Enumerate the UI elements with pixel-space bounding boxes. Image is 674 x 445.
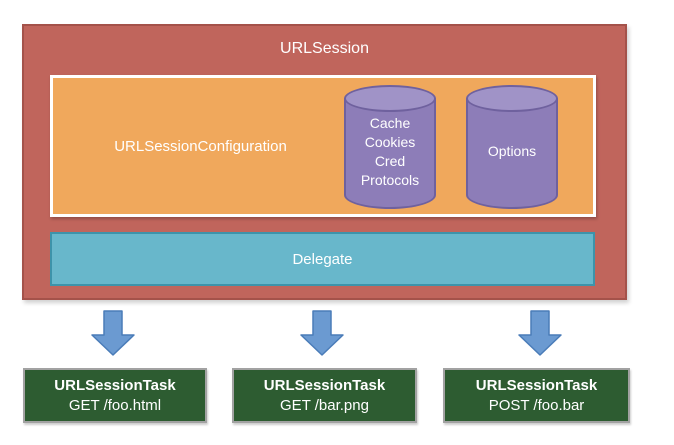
cylinder-body xyxy=(466,98,558,209)
cylinder-top-ellipse xyxy=(344,85,436,112)
urlsessionconfiguration-box: URLSessionConfiguration Cache Cookies Cr… xyxy=(50,75,596,217)
down-arrow-icon xyxy=(300,310,344,356)
delegate-label: Delegate xyxy=(292,250,353,268)
urlsessiontask-title: URLSessionTask xyxy=(54,376,176,394)
urlsessiontask-title: URLSessionTask xyxy=(263,376,386,394)
down-arrow-icon xyxy=(518,310,562,356)
cache-store-cylinder: Cache Cookies Cred Protocols xyxy=(344,85,436,209)
urlsession-box: URLSession URLSessionConfiguration Cache… xyxy=(22,24,627,300)
urlsessiontask-request: POST /foo.bar xyxy=(488,396,585,414)
urlsessiontask-box: URLSessionTask GET /foo.html xyxy=(23,368,207,423)
cylinder-label-line: Cookies xyxy=(364,133,416,150)
urlsessiontask-box: URLSessionTask GET /bar.png xyxy=(232,368,417,423)
urlsessiontask-request: GET /foo.html xyxy=(68,396,162,414)
cylinder-label-line: Cache xyxy=(369,114,411,131)
cylinder-label-line: Protocols xyxy=(360,171,420,188)
urlsessiontask-box: URLSessionTask POST /foo.bar xyxy=(443,368,630,423)
down-arrow-icon xyxy=(91,310,135,356)
urlsessiontask-request: GET /bar.png xyxy=(280,396,369,414)
delegate-bar: Delegate xyxy=(50,232,595,286)
urlsessiontask-title: URLSessionTask xyxy=(475,376,598,394)
cylinder-label-line: Options xyxy=(487,143,537,159)
cylinder-label-line: Cred xyxy=(374,152,406,169)
urlsession-label: URLSession xyxy=(280,40,369,57)
cache-store-label: Cache Cookies Cred Protocols xyxy=(344,85,436,209)
options-cylinder: Options xyxy=(466,85,558,209)
options-label: Options xyxy=(466,85,558,209)
urlsessionconfiguration-label: URLSessionConfiguration xyxy=(114,137,287,155)
cylinder-top-ellipse xyxy=(466,85,558,112)
cylinder-body xyxy=(344,98,436,209)
